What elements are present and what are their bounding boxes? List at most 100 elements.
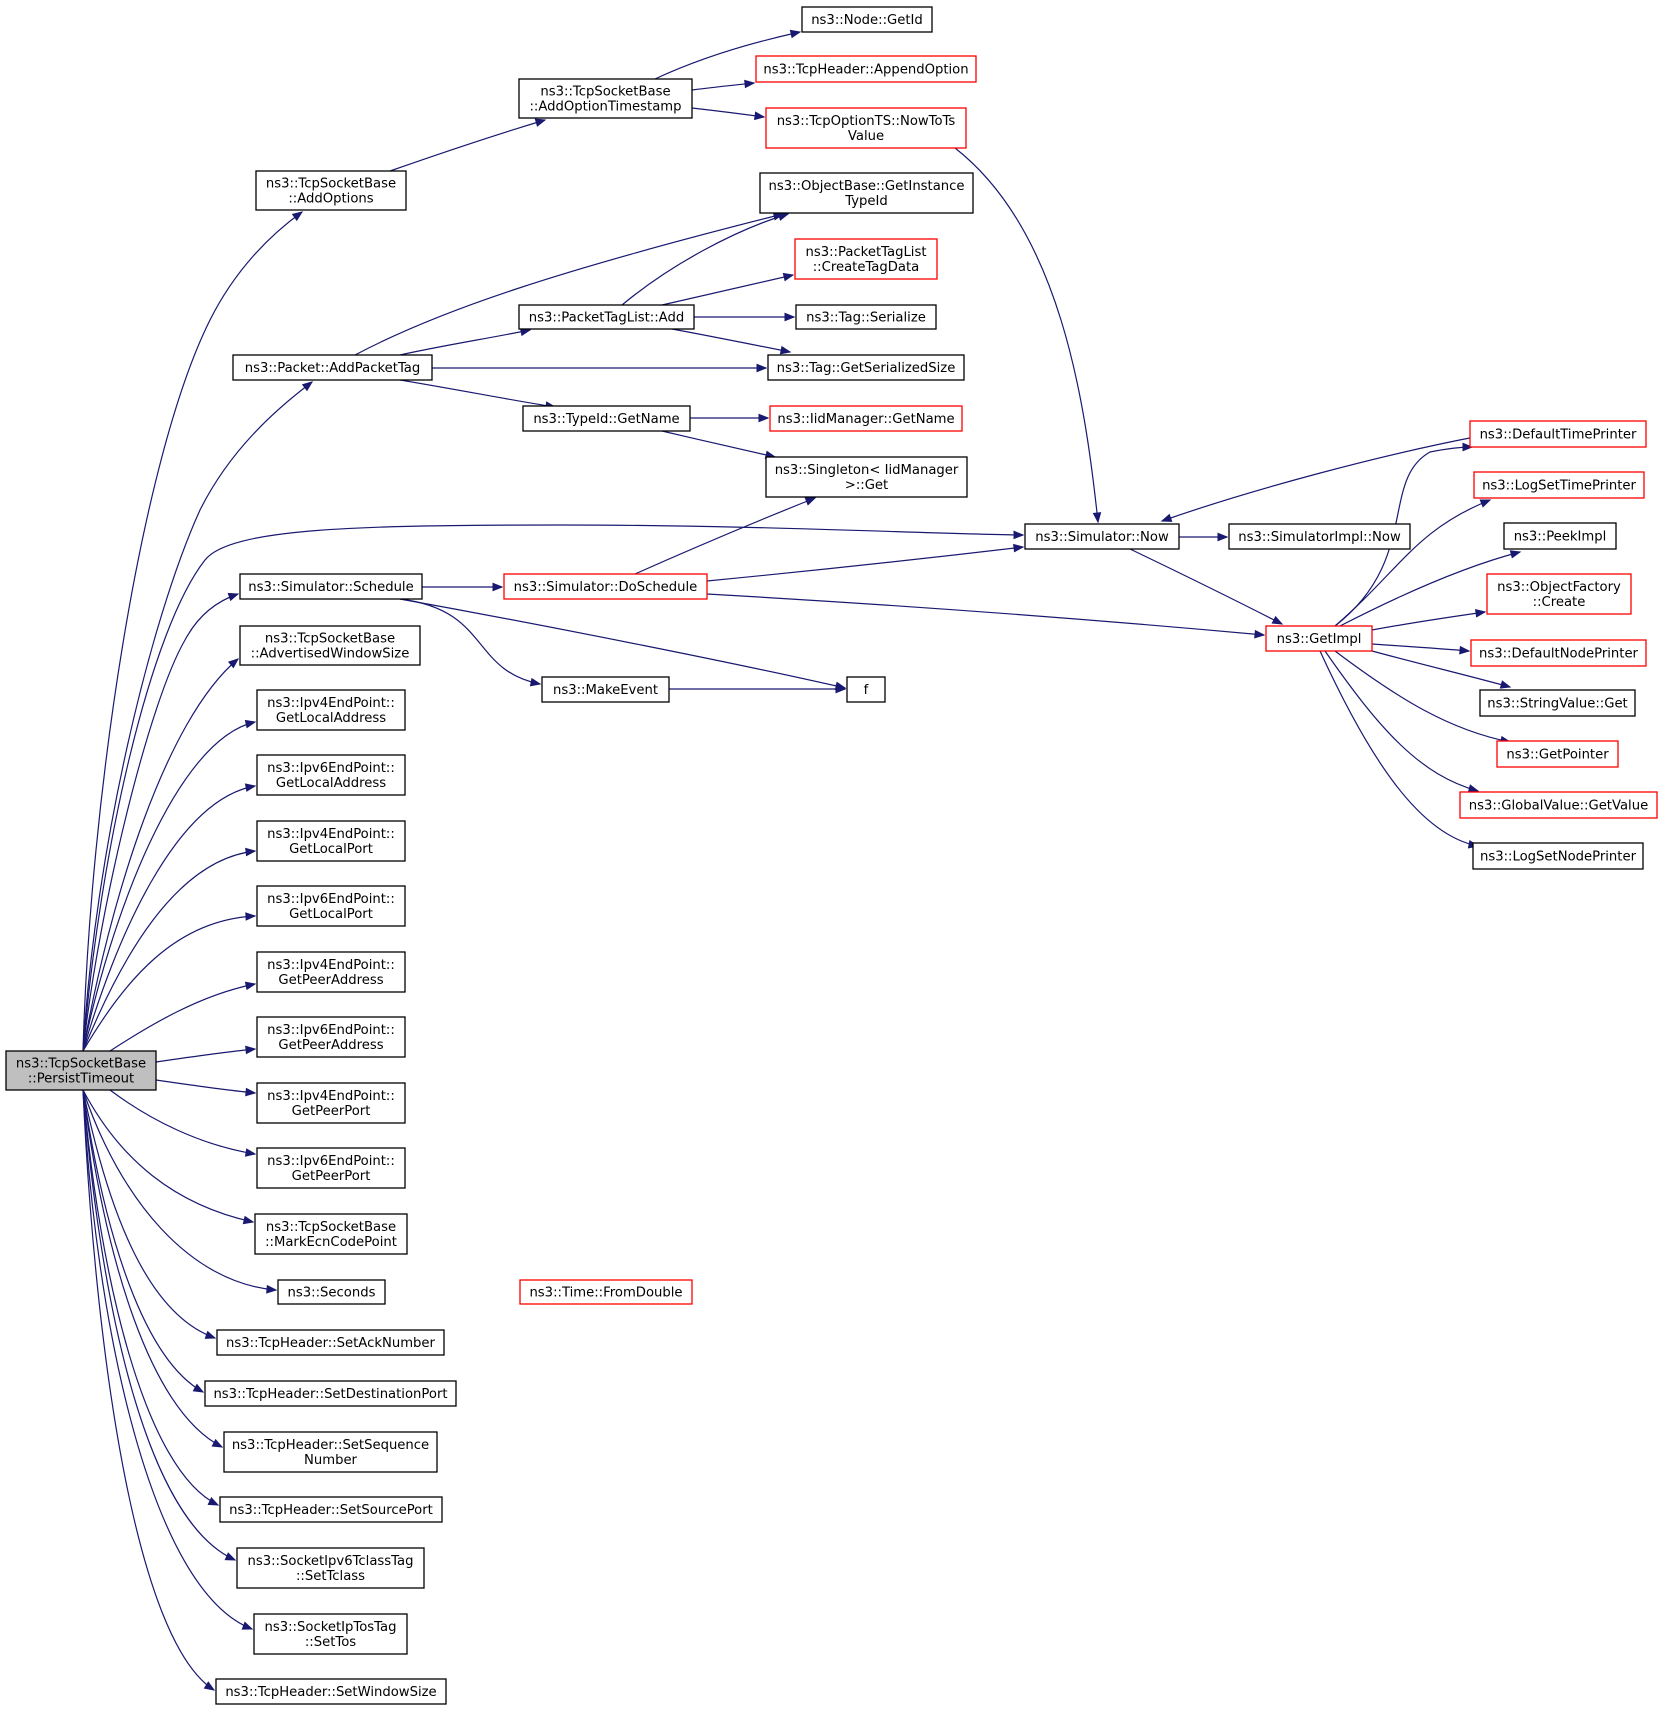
node-tagserialize[interactable]: ns3::Tag::Serialize [795, 304, 937, 330]
node-deftimeprinter[interactable]: ns3::DefaultTimePrinter [1469, 420, 1647, 448]
edge-line [155, 1048, 256, 1063]
node-settclass[interactable]: ns3::SocketIpv6TclassTag::SetTclass [236, 1547, 425, 1589]
node-v6peeraddr[interactable]: ns3::Ipv6EndPoint::GetPeerAddress [256, 1016, 406, 1058]
edge-line [399, 329, 531, 356]
node-fromdouble[interactable]: ns3::Time::FromDouble [519, 1279, 693, 1305]
node-addoptions[interactable]: ns3::TcpSocketBase::AddOptions [255, 170, 407, 211]
edge-line [706, 593, 1265, 636]
edge-arrowhead [244, 719, 257, 729]
node-label-line: ::AdvertisedWindowSize [251, 647, 410, 662]
node-addoptts[interactable]: ns3::TcpSocketBase::AddOptionTimestamp [518, 78, 693, 119]
edge-arrowhead [224, 1552, 237, 1561]
node-box [256, 885, 406, 927]
node-setdestport[interactable]: ns3::TcpHeader::SetDestinationPort [204, 1380, 457, 1407]
edge-line [82, 1089, 223, 1448]
node-label-line: ns3::Singleton< IidManager [775, 463, 959, 478]
node-label-line: ns3::PacketTagList [805, 245, 926, 260]
node-ptladd[interactable]: ns3::PacketTagList::Add [518, 304, 695, 330]
node-box [256, 951, 406, 993]
edges-layer [82, 29, 1522, 1691]
edge-ptladd-to-getinsttype [621, 212, 790, 306]
node-label-line: ns3::Ipv6EndPoint:: [267, 1023, 395, 1038]
node-singletonget[interactable]: ns3::Singleton< IidManager>::Get [765, 456, 968, 498]
node-label-line: ns3::Ipv6EndPoint:: [267, 1154, 395, 1169]
node-box [795, 304, 937, 330]
node-label-line: GetLocalPort [289, 907, 373, 922]
node-f[interactable]: f [846, 676, 886, 703]
edge-line [1371, 643, 1470, 652]
node-v6peerport[interactable]: ns3::Ipv6EndPoint::GetPeerPort [256, 1147, 406, 1189]
node-box [1024, 523, 1180, 550]
node-label-line: ::CreateTagData [813, 260, 920, 275]
node-setack[interactable]: ns3::TcpHeader::SetAckNumber [216, 1329, 445, 1356]
node-getimpl[interactable]: ns3::GetImpl [1265, 625, 1373, 652]
node-iidgetname[interactable]: ns3::IidManager::GetName [769, 405, 963, 432]
node-seconds[interactable]: ns3::Seconds [277, 1279, 386, 1305]
node-markecn[interactable]: ns3::TcpSocketBase::MarkEcnCodePoint [254, 1213, 408, 1255]
node-label-line: TypeId [844, 194, 888, 209]
node-v6localaddr[interactable]: ns3::Ipv6EndPoint::GetLocalAddress [256, 754, 406, 796]
node-getpointer[interactable]: ns3::GetPointer [1496, 740, 1619, 768]
node-logsettimeprinter[interactable]: ns3::LogSetTimePrinter [1473, 471, 1645, 499]
node-setwin[interactable]: ns3::TcpHeader::SetWindowSize [215, 1678, 447, 1705]
node-v4peeraddr[interactable]: ns3::Ipv4EndPoint::GetPeerAddress [256, 951, 406, 993]
edge-arrowhead [1509, 550, 1522, 559]
edge-line [82, 1089, 277, 1291]
node-v4peerport[interactable]: ns3::Ipv4EndPoint::GetPeerPort [256, 1082, 406, 1124]
node-simnow[interactable]: ns3::Simulator::Now [1024, 523, 1180, 550]
node-taggetsize[interactable]: ns3::Tag::GetSerializedSize [767, 354, 965, 381]
edge-addoptts-to-nodegetid [654, 29, 802, 80]
node-setsrcport[interactable]: ns3::TcpHeader::SetSourcePort [219, 1496, 443, 1523]
edge-arrowhead [291, 211, 304, 222]
node-typeidgetname[interactable]: ns3::TypeId::GetName [522, 405, 691, 432]
node-simschedule[interactable]: ns3::Simulator::Schedule [239, 573, 423, 600]
node-box [759, 172, 974, 214]
node-box [1496, 740, 1619, 768]
node-box [1469, 420, 1647, 448]
node-appendopt[interactable]: ns3::TcpHeader::AppendOption [755, 55, 977, 83]
node-label-line: ns3::Ipv4EndPoint:: [267, 696, 395, 711]
node-doschedule[interactable]: ns3::Simulator::DoSchedule [503, 573, 708, 600]
node-settos[interactable]: ns3::SocketIpTosTag::SetTos [253, 1613, 408, 1655]
edge-arrowhead [754, 111, 766, 121]
edge-root-to-setdestport [82, 1089, 205, 1393]
edge-line [661, 274, 794, 306]
edge-arrowhead [1475, 609, 1487, 618]
node-v4localaddr[interactable]: ns3::Ipv4EndPoint::GetLocalAddress [256, 689, 406, 731]
node-peekimpl[interactable]: ns3::PeekImpl [1503, 522, 1617, 550]
node-label-line: ns3::DefaultTimePrinter [1480, 428, 1637, 443]
node-v4localport[interactable]: ns3::Ipv4EndPoint::GetLocalPort [256, 820, 406, 862]
node-v6localport[interactable]: ns3::Ipv6EndPoint::GetLocalPort [256, 885, 406, 927]
node-createtagdata[interactable]: ns3::PacketTagList::CreateTagData [794, 238, 938, 280]
edge-arrowhead [1013, 530, 1025, 540]
node-advwin[interactable]: ns3::TcpSocketBase::AdvertisedWindowSize [239, 625, 421, 666]
edge-arrowhead [1462, 442, 1474, 452]
node-objfactcreate[interactable]: ns3::ObjectFactory::Create [1486, 573, 1632, 615]
edge-arrowhead [784, 312, 796, 322]
node-label-line: ::SetTos [305, 1635, 356, 1650]
edge-root-to-v4localport [82, 847, 257, 1052]
node-label-line: ns3::PacketTagList::Add [529, 311, 684, 326]
node-simimplnow[interactable]: ns3::SimulatorImpl::Now [1228, 523, 1411, 550]
edge-arrowhead [211, 1438, 224, 1448]
node-nodegetid[interactable]: ns3::Node::GetId [801, 6, 933, 33]
node-box [765, 456, 968, 498]
node-globalgetvalue[interactable]: ns3::GlobalValue::GetValue [1459, 791, 1658, 819]
node-addpackettag[interactable]: ns3::Packet::AddPacketTag [232, 354, 433, 381]
edge-arrowhead [782, 272, 795, 282]
node-logsetnodeprinter[interactable]: ns3::LogSetNodePrinter [1472, 842, 1644, 870]
node-defnodeprinter[interactable]: ns3::DefaultNodePrinter [1470, 639, 1647, 667]
edge-line [82, 524, 1024, 1052]
node-makeevent[interactable]: ns3::MakeEvent [541, 676, 670, 703]
edge-root-to-v4peeraddr [109, 981, 257, 1052]
node-box [215, 1678, 447, 1705]
node-label-line: ns3::LogSetNodePrinter [1480, 850, 1637, 865]
node-box [767, 354, 965, 381]
edge-getimpl-to-peekimpl [1339, 550, 1522, 627]
edge-arrowhead [266, 1284, 278, 1294]
node-stringvalueget[interactable]: ns3::StringValue::Get [1479, 689, 1636, 717]
